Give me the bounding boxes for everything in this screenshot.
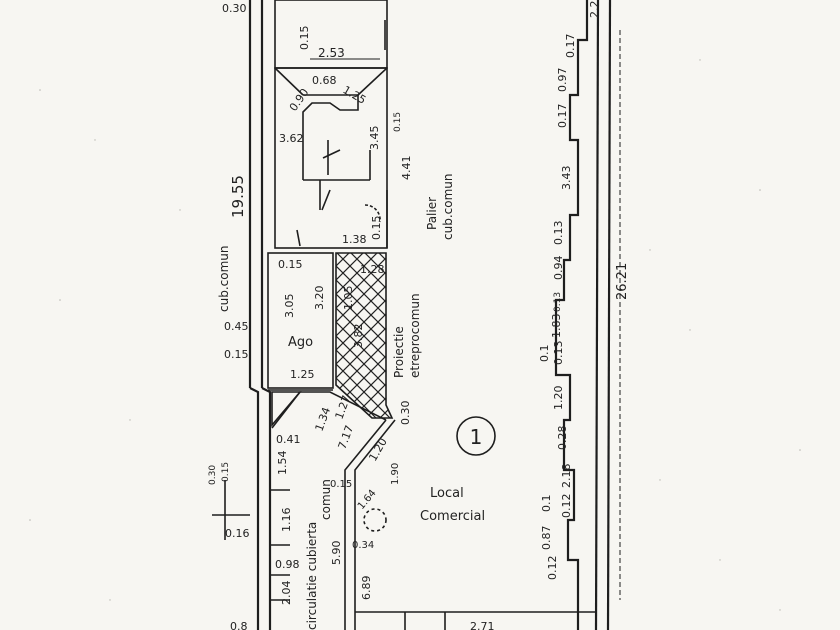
dim-0-13-b: 0.13 (553, 292, 563, 312)
dim-1-54: 1.54 (276, 451, 289, 476)
dim-3-62: 3.62 (279, 132, 304, 145)
label-comercial: Comercial (420, 509, 485, 524)
unit-number: 1 (470, 425, 483, 449)
dim-0-98: 0.98 (275, 558, 300, 571)
dim-3-82: 3.82 (352, 324, 365, 349)
dim-0-30: 0.30 (222, 2, 247, 15)
dim-3-43: 3.43 (560, 166, 573, 191)
dim-1-25: 1.25 (341, 83, 369, 107)
dim-0-17-a: 0.17 (564, 34, 577, 59)
dim-1-90: 1.90 (390, 463, 401, 485)
dim-0-97: 0.97 (556, 68, 569, 93)
dim-1-25-ago: 1.25 (290, 368, 315, 381)
dim-1-83: 1.83 (550, 314, 563, 339)
dim-0-15-left2: 0.15 (221, 462, 231, 482)
label-cub-comun: cub.comun (217, 246, 231, 312)
unit-circle (456, 416, 496, 456)
ago-room (267, 252, 334, 391)
dim-1-16: 1.16 (280, 508, 293, 533)
dim-2-71: 2.71 (470, 620, 495, 630)
dim-2-53: 2.53 (318, 46, 345, 60)
dim-0-90: 0.90 (287, 86, 312, 114)
label-palier: Palier (425, 197, 439, 230)
dim-0-1: 0.1 (538, 345, 551, 363)
dim-0-45: 0.45 (224, 320, 249, 333)
dim-3-20: 3.20 (313, 286, 326, 311)
dim-0-34: 0.34 (352, 540, 374, 551)
dim-1-64: 1.64 (356, 488, 379, 512)
dim-3-05: 3.05 (283, 294, 296, 319)
room-labels: cub.comun Palier cub.comun Ago Proiectie… (217, 174, 485, 630)
dim-7-17: 7.17 (336, 424, 357, 451)
dim-1-27: 1.27 (333, 394, 354, 421)
dim-2-20: 2.20 (588, 0, 601, 18)
dim-1-38: 1.38 (342, 233, 367, 246)
dim-0-87: 0.87 (540, 526, 553, 551)
bathroom-block (274, 0, 388, 249)
corridor-walls (212, 391, 596, 630)
dim-0-12-a: 0.12 (560, 494, 573, 519)
dim-0-1-b: 0.1 (540, 495, 553, 513)
label-ago: Ago (288, 335, 313, 350)
dim-19-55: 19.55 (229, 175, 247, 218)
dim-1-05: 1.05 (342, 286, 355, 311)
label-circulatie: circulatie cubierta (305, 522, 319, 630)
dim-2-04: 2.04 (280, 581, 293, 606)
dimension-lines (249, 30, 621, 600)
dim-0-13-c: 0.13 (552, 341, 565, 366)
dim-0-13-a: 0.13 (552, 221, 565, 246)
dim-0-15-left: 0.15 (224, 348, 249, 361)
dim-0-68: 0.68 (312, 74, 337, 87)
exterior-walls (248, 0, 612, 630)
dimension-labels: 0.30 2.20 0.15 2.53 0.17 0.68 0.90 1.25 … (208, 0, 630, 630)
dim-0-28: 0.28 (556, 426, 569, 451)
dim-0-8: 0.8 (230, 620, 248, 630)
dim-26-21: 26.21 (615, 263, 630, 300)
dim-6-89: 6.89 (360, 576, 373, 601)
dim-0-30-left: 0.30 (208, 465, 218, 485)
label-comun: comun (319, 479, 333, 520)
dim-0-15-top: 0.15 (298, 26, 311, 51)
dim-1-20-right: 1.20 (552, 386, 565, 411)
dim-0-15-corr: 0.15 (330, 479, 352, 490)
hatched-projection (335, 252, 394, 419)
dim-2-18: 2.18 (560, 464, 573, 489)
label-proiectie: Proiectie (392, 326, 406, 378)
dim-1-34: 1.34 (313, 406, 334, 433)
dim-0-41: 0.41 (276, 433, 301, 446)
label-proiectie-2: etreprocomun (408, 293, 422, 378)
dim-3-45: 3.45 (368, 126, 381, 151)
dim-0-16: 0.16 (225, 527, 250, 540)
paper-texture (29, 59, 801, 611)
dim-1-28: 1.28 (360, 263, 385, 276)
dim-4-41: 4.41 (400, 156, 413, 181)
dim-0-17-b: 0.17 (556, 104, 569, 129)
label-palier-sub: cub.comun (441, 174, 455, 240)
dim-0-94: 0.94 (552, 256, 565, 281)
dim-0-30-diag: 0.30 (399, 401, 412, 426)
dim-0-15-ago: 0.15 (278, 258, 303, 271)
dim-0-15-right: 0.15 (393, 112, 403, 132)
dim-0-15-door: 0.15 (370, 216, 383, 241)
dim-0-12-b: 0.12 (546, 556, 559, 581)
label-local: Local (430, 486, 464, 501)
dim-5-90: 5.90 (330, 541, 343, 566)
